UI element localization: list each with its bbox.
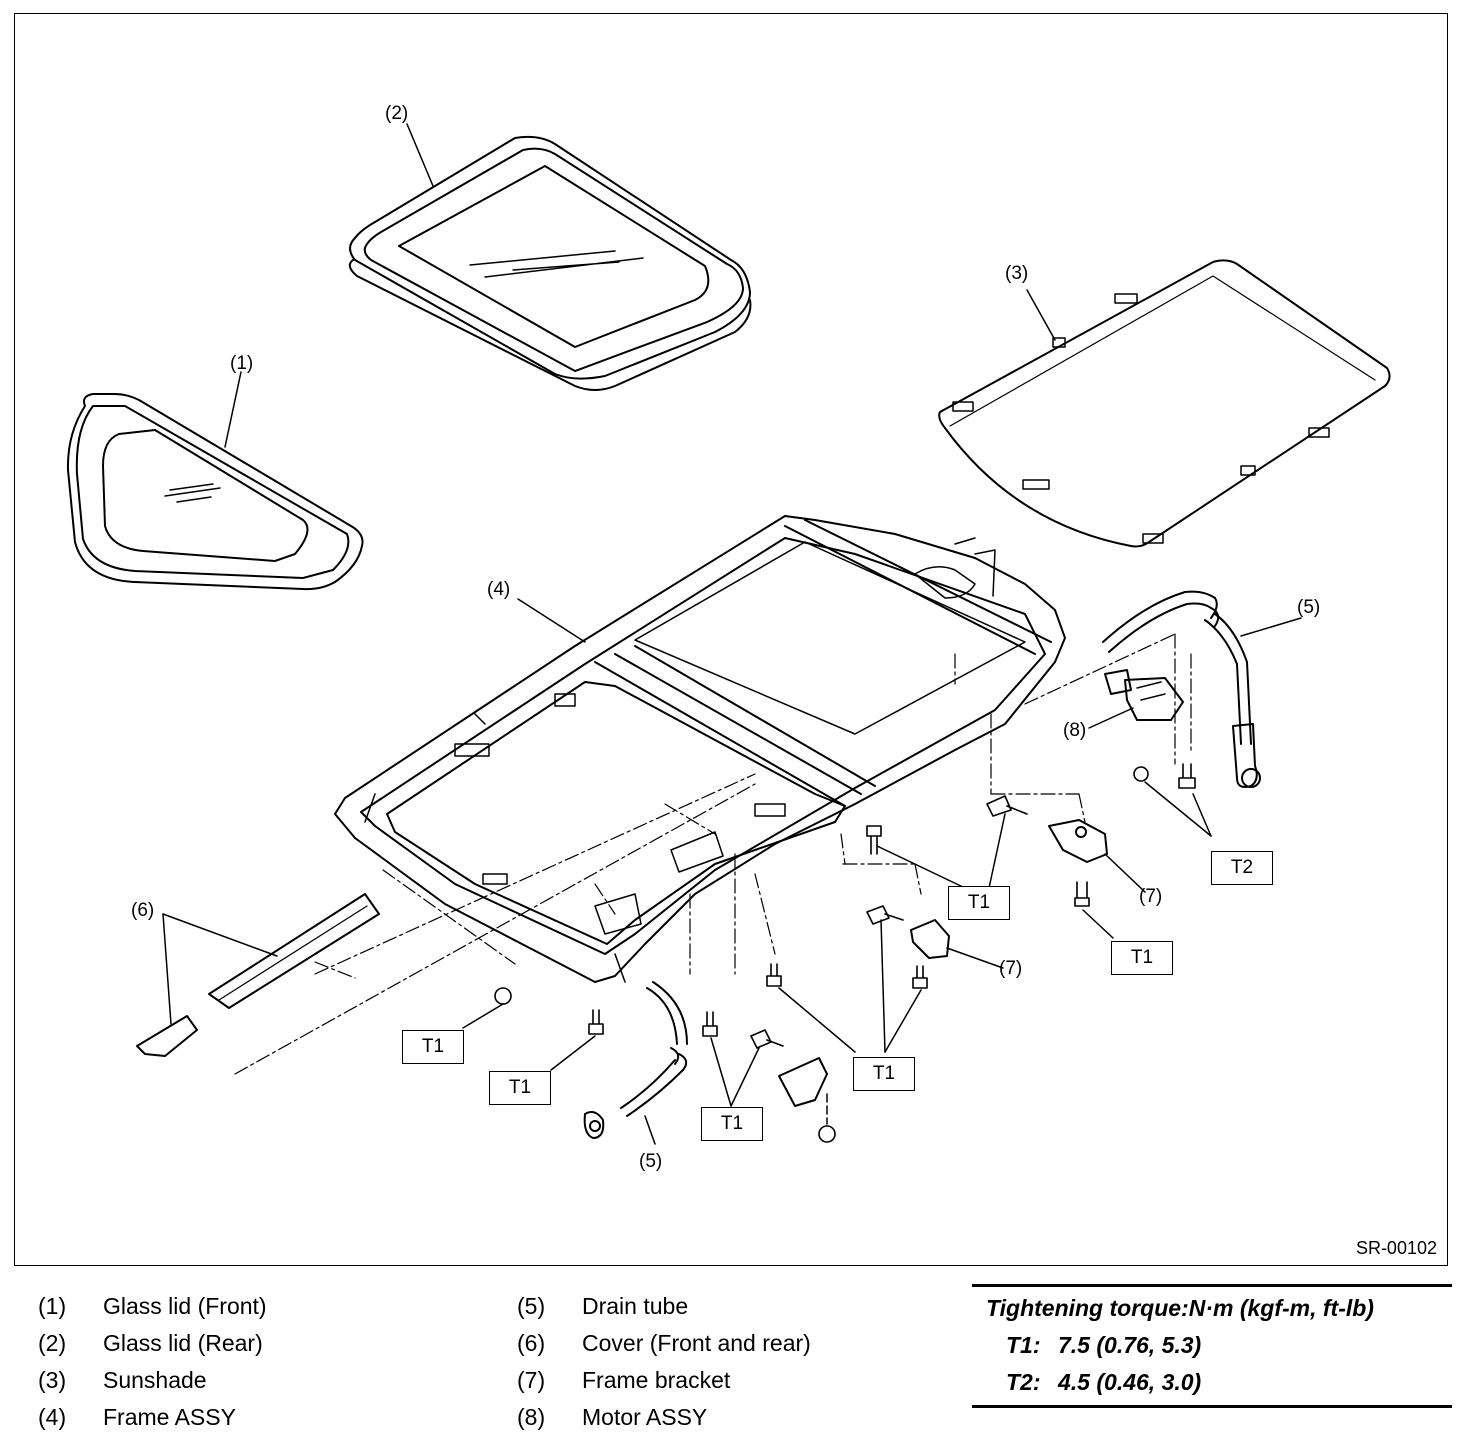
legend-number: (2) [38,1330,67,1356]
torque-key: T1: [1006,1332,1041,1358]
callout-7-middle: (7) [999,958,1023,979]
legend-number: (4) [38,1404,67,1430]
legend-label: Glass lid (Front) [103,1293,267,1319]
legend-number: (3) [38,1367,67,1393]
callout-7-right: (7) [1139,886,1163,907]
legend-number: (1) [38,1293,67,1319]
torque-tag-t1: T1 [853,1057,915,1091]
callout-5-top: (5) [1297,597,1321,618]
torque-row-t1: T1: 7.5 (0.76, 5.3) [1006,1332,1201,1359]
legend-column-left: (1) Glass lid (Front) (2) Glass lid (Rea… [38,1288,468,1436]
glass-lid-front-drawing [66,371,364,591]
torque-tag-t1: T1 [489,1071,551,1105]
exploded-view-drawing [66,123,1391,1145]
torque-tag-t1: T1 [402,1030,464,1064]
callout-5-bottom: (5) [639,1151,663,1172]
legend-label: Sunshade [103,1367,207,1393]
legend-item: (3) Sunshade [38,1362,468,1399]
torque-value: 7.5 (0.76, 5.3) [1058,1332,1202,1358]
legend-item: (2) Glass lid (Rear) [38,1325,468,1362]
torque-tag-t1: T1 [1111,941,1173,975]
legend-label: Frame bracket [582,1367,731,1393]
legend-item: (4) Frame ASSY [38,1399,468,1436]
glass-lid-rear-drawing [348,123,752,391]
torque-table-title: Tightening torque:N·m (kgf-m, ft-lb) [986,1295,1374,1321]
torque-value: 4.5 (0.46, 3.0) [1058,1369,1202,1395]
callout-1: (1) [230,353,254,374]
legend-number: (5) [517,1293,546,1319]
torque-table: Tightening torque:N·m (kgf-m, ft-lb) T1:… [972,1284,1452,1408]
cover-drawing [136,893,380,1057]
legend-item: (5) Drain tube [517,1288,947,1325]
torque-tag-t2: T2 [1211,851,1273,885]
legend-number: (6) [517,1330,546,1356]
legend-item: (7) Frame bracket [517,1362,947,1399]
frame-bracket-drawing [778,819,1146,1107]
callout-3: (3) [1005,263,1029,284]
callout-2: (2) [385,103,409,124]
legend-item: (1) Glass lid (Front) [38,1288,468,1325]
torque-tag-t1: T1 [701,1107,763,1141]
figure-code: SR-00102 [1355,1238,1437,1258]
sunshade-drawing [938,259,1391,548]
fasteners-drawing [494,763,1196,1143]
legend-number: (8) [517,1404,546,1430]
torque-tag-t1: T1 [948,886,1010,920]
exploded-view-figure: (2) (1) (3) (4) (5) (8) (7) (7) (6) (5) … [14,13,1448,1266]
frame-assy-drawing [234,515,1192,1075]
callout-6: (6) [131,900,155,921]
legend-label: Frame ASSY [103,1404,236,1430]
legend-label: Motor ASSY [582,1404,708,1430]
callout-8: (8) [1063,720,1087,741]
torque-row-t2: T2: 4.5 (0.46, 3.0) [1006,1369,1201,1396]
torque-key: T2: [1006,1369,1041,1395]
motor-assy-drawing [1088,669,1184,729]
legend-label: Glass lid (Rear) [103,1330,263,1356]
torque-leaders [462,781,1212,1125]
legend-column-right: (5) Drain tube (6) Cover (Front and rear… [517,1288,947,1436]
legend-number: (7) [517,1367,546,1393]
legend-item: (8) Motor ASSY [517,1399,947,1436]
legend-label: Cover (Front and rear) [582,1330,811,1356]
drain-tube-drawing [583,590,1302,1145]
callout-4: (4) [487,579,511,600]
legend-label: Drain tube [582,1293,689,1319]
legend-item: (6) Cover (Front and rear) [517,1325,947,1362]
